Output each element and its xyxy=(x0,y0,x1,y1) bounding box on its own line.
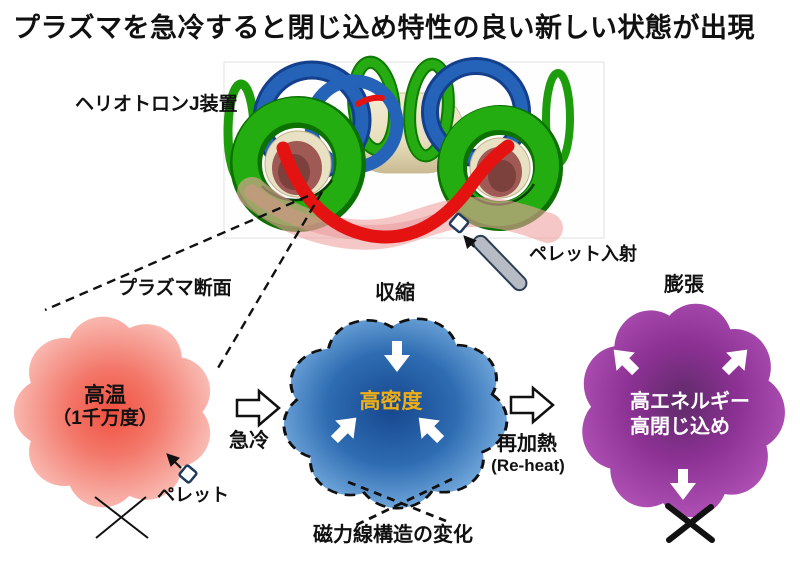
reheat-sublabel: (Re-heat) xyxy=(491,456,565,475)
plasma-cross-section-label: プラズマ断面 xyxy=(118,278,232,299)
rapid-cooling-label: 急冷 xyxy=(229,430,269,452)
projection-lines xyxy=(44,191,324,369)
plasma-red-ribbon xyxy=(276,94,515,244)
pellet-injection-label: ペレット入射 xyxy=(529,244,637,264)
field-line-change-note: 磁力線構造の変化 xyxy=(313,524,473,546)
page-title: プラズマを急冷すると閉じ込め特性の良い新しい状態が出現 xyxy=(13,13,755,43)
high-density-label: 高密度 xyxy=(359,390,423,413)
pellet-injector xyxy=(448,212,528,292)
cool-transition-arrow xyxy=(235,389,281,427)
hot-degrees-line: （1千万度） xyxy=(52,408,158,430)
pellet-icon xyxy=(178,464,198,484)
heliotron-device-figure xyxy=(223,55,605,250)
field-line-cross xyxy=(347,477,453,529)
device-label: ヘリオトロンJ装置 xyxy=(75,94,238,115)
hot-plasma-blob xyxy=(13,316,211,508)
injector-barrel-icon xyxy=(472,234,528,292)
hot-temp-line: 高温 xyxy=(83,384,126,407)
dense-plasma-blob xyxy=(282,317,509,510)
high-energy-line: 高エネルギー xyxy=(630,391,750,413)
high-confinement-line: 高閉じ込め xyxy=(630,416,730,438)
pellet-into-plasma xyxy=(166,453,198,484)
confined-stage-text: 高エネルギー 高閉じ込め xyxy=(630,390,750,440)
x-point-mark xyxy=(94,496,149,539)
reheat-label: 再加熱 xyxy=(497,433,557,455)
pellet-icon xyxy=(448,212,470,234)
shrink-caption: 収縮 xyxy=(375,282,415,304)
x-point-closed-mark xyxy=(665,503,715,543)
pellet-label: ペレット xyxy=(157,485,229,505)
expand-caption: 膨張 xyxy=(664,274,704,296)
reheat-transition-arrow xyxy=(509,386,555,424)
green-coil xyxy=(403,57,455,163)
hot-stage-text: 高温 （1千万度） xyxy=(52,384,158,430)
